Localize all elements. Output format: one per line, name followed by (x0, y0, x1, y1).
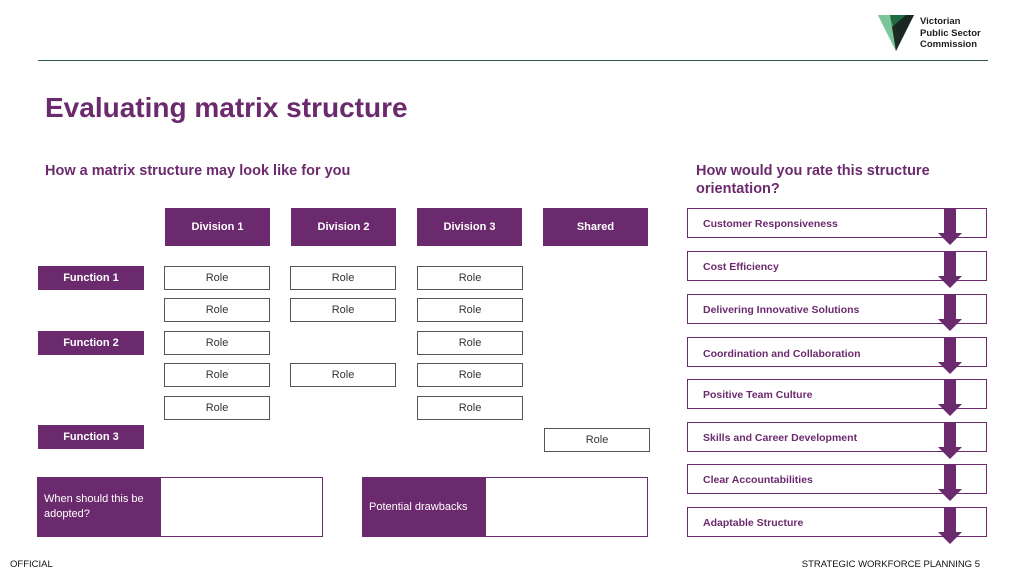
role-box: Role (164, 363, 270, 387)
rating-item: Clear Accountabilities (687, 464, 987, 501)
role-box: Role (164, 266, 270, 290)
down-arrow-icon (938, 422, 962, 459)
rating-item: Customer Responsiveness (687, 208, 987, 245)
rating-heading: How would you rate this structure orient… (696, 163, 930, 197)
role-box: Role (417, 298, 523, 322)
page-title: Evaluating matrix structure (45, 92, 408, 123)
down-arrow-icon (938, 251, 962, 288)
down-arrow-icon (938, 208, 962, 245)
rating-item: Skills and Career Development (687, 422, 987, 459)
rating-item: Cost Efficiency (687, 251, 987, 288)
division-header: Division 1 (165, 208, 270, 246)
function-label: Function 1 (38, 266, 144, 290)
rating-item: Coordination and Collaboration (687, 337, 987, 374)
rating-item-label: Coordination and Collaboration (703, 348, 861, 360)
drawbacks-question-label: Potential drawbacks (363, 478, 486, 536)
footer-classification: OFFICIAL (10, 559, 53, 570)
logo-text: Victorian Public Sector Commission (920, 16, 981, 51)
division-header: Shared (543, 208, 648, 246)
function-label: Function 3 (38, 425, 144, 449)
role-box: Role (164, 298, 270, 322)
role-box: Role (417, 363, 523, 387)
logo-line-2: Public Sector (920, 27, 981, 39)
rating-item-label: Adaptable Structure (703, 517, 804, 529)
vpsc-logo-icon (878, 15, 914, 51)
logo-line-1: Victorian (920, 16, 961, 27)
header-rule (38, 60, 988, 61)
rating-item-label: Skills and Career Development (703, 432, 858, 444)
rating-item-label: Delivering Innovative Solutions (703, 304, 860, 316)
rating-item: Adaptable Structure (687, 507, 987, 544)
role-box: Role (417, 266, 523, 290)
drawbacks-question-box: Potential drawbacks (362, 477, 648, 537)
role-box: Role (290, 266, 396, 290)
footer-page-label: STRATEGIC WORKFORCE PLANNING 5 (801, 559, 980, 570)
rating-item-label: Clear Accountabilities (703, 474, 813, 486)
function-label: Function 2 (38, 331, 144, 355)
rating-item-label: Positive Team Culture (703, 389, 813, 401)
adopted-question-box: When should this be adopted? (37, 477, 323, 537)
down-arrow-icon (938, 294, 962, 331)
role-box: Role (417, 331, 523, 355)
logo-line-3: Commission (920, 39, 978, 50)
adopted-question-label: When should this be adopted? (38, 478, 161, 536)
role-box: Role (544, 428, 650, 452)
role-box: Role (290, 363, 396, 387)
matrix-heading: How a matrix structure may look like for… (45, 163, 351, 179)
down-arrow-icon (938, 507, 962, 544)
division-header: Division 2 (291, 208, 396, 246)
rating-item-label: Customer Responsiveness (703, 218, 838, 230)
rating-item: Delivering Innovative Solutions (687, 294, 987, 331)
role-box: Role (164, 331, 270, 355)
down-arrow-icon (938, 379, 962, 416)
rating-item: Positive Team Culture (687, 379, 987, 416)
role-box: Role (164, 396, 270, 420)
down-arrow-icon (938, 337, 962, 374)
down-arrow-icon (938, 464, 962, 501)
role-box: Role (417, 396, 523, 420)
role-box: Role (290, 298, 396, 322)
rating-item-label: Cost Efficiency (703, 261, 779, 273)
logo: Victorian Public Sector Commission (876, 13, 996, 53)
division-header: Division 3 (417, 208, 522, 246)
